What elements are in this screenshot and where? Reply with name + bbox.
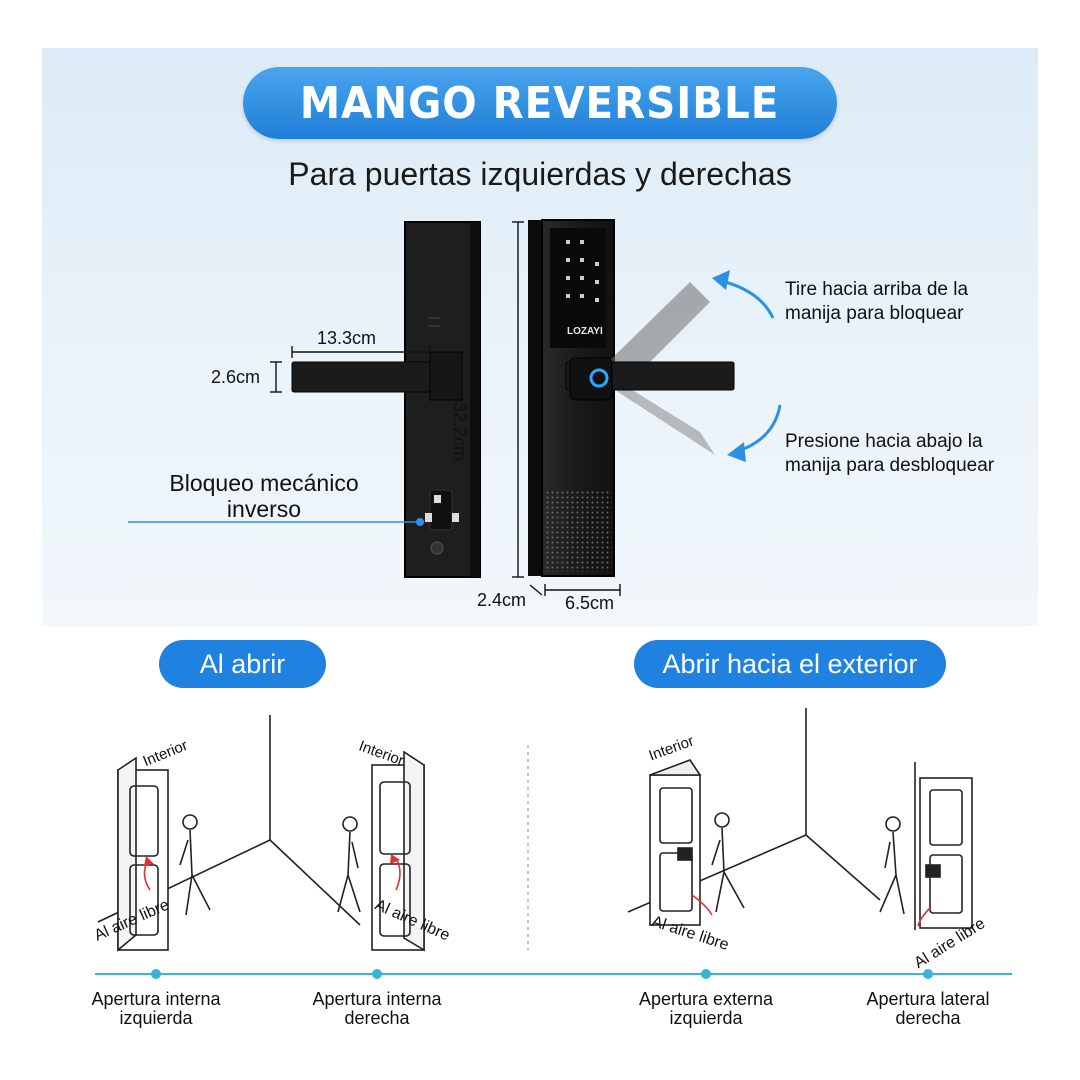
dim-total-height: 32.2cm	[450, 402, 470, 462]
timeline-dot	[923, 969, 933, 979]
page-title: MANGO REVERSIBLE	[300, 77, 780, 129]
caption-side-right: Apertura lateral derecha	[823, 990, 1033, 1028]
dim-handle-height: 2.6cm	[211, 367, 261, 387]
lock-label-line2: inverso	[226, 496, 302, 522]
callout-up-line1: Tire hacia arriba de la	[785, 279, 969, 300]
title-banner: MANGO REVERSIBLE	[243, 67, 837, 139]
caption-internal-right: Apertura interna derecha	[277, 990, 477, 1028]
mechanical-lock-label: Bloqueo mecánico inverso	[154, 470, 374, 522]
pointer-dot	[416, 518, 424, 526]
section-label-right: Abrir hacia el exterior	[662, 648, 918, 679]
scene-external-right	[879, 762, 973, 930]
caption-line1: Apertura lateral	[866, 989, 990, 1009]
back-lock-body	[291, 221, 481, 578]
unlock-down-callout: Presione hacia abajo la manija para desb…	[785, 430, 994, 478]
caption-external-left: Apertura externa izquierda	[601, 990, 811, 1028]
timeline-dot	[151, 969, 161, 979]
timeline-dot	[372, 969, 382, 979]
door-scenes	[97, 708, 973, 952]
caption-internal-left: Apertura interna izquierda	[56, 990, 256, 1028]
scene-external-left	[627, 708, 881, 926]
lock-up-callout: Tire hacia arriba de la manija para bloq…	[785, 278, 968, 326]
section-pill-open-inward: Al abrir	[159, 640, 326, 688]
lock-label-line1: Bloqueo mecánico	[169, 470, 359, 496]
section-pill-open-outward: Abrir hacia el exterior	[634, 640, 946, 688]
dim-width: 6.5cm	[565, 593, 615, 613]
caption-line2: izquierda	[119, 1008, 193, 1028]
caption-line1: Apertura interna	[312, 989, 442, 1009]
down-arrow-icon	[727, 404, 782, 462]
scene-internal-right	[337, 750, 425, 952]
callout-down-line2: manija para desbloquear	[785, 455, 995, 476]
scene-internal-left	[97, 715, 361, 952]
dimension-lines	[270, 221, 621, 596]
caption-line2: izquierda	[669, 1008, 743, 1028]
timeline-dot	[701, 969, 711, 979]
fingerprint-icon	[589, 368, 609, 388]
dim-handle-length: 13.3cm	[317, 328, 377, 348]
up-arrow-icon	[712, 270, 775, 319]
caption-line2: derecha	[895, 1008, 961, 1028]
callout-up-line2: manija para bloquear	[785, 303, 964, 324]
lock-illustration: LOZAYI	[128, 219, 782, 596]
page-subtitle: Para puertas izquierdas y derechas	[288, 156, 792, 192]
caption-line1: Apertura interna	[91, 989, 221, 1009]
caption-line1: Apertura externa	[638, 989, 774, 1009]
timeline-line	[95, 969, 1012, 979]
callout-down-line1: Presione hacia abajo la	[785, 431, 983, 452]
dim-depth: 2.4cm	[477, 590, 527, 610]
caption-line2: derecha	[344, 1008, 410, 1028]
brand-logo: LOZAYI	[567, 326, 603, 337]
section-label-left: Al abrir	[199, 648, 286, 679]
